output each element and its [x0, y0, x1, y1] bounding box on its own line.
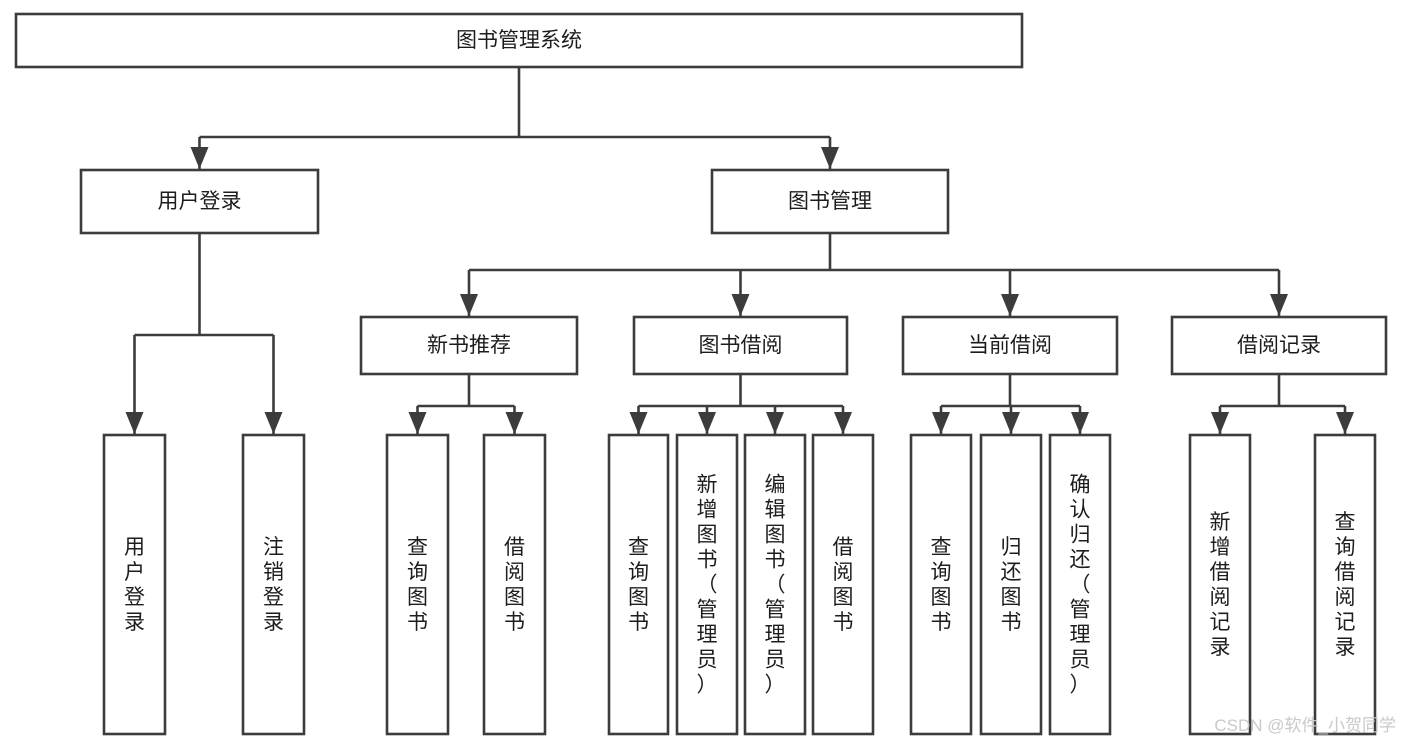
node-l3-新书推荐-label: 新书推荐 [427, 334, 511, 357]
node-root-图书管理系统[interactable]: 图书管理系统 [14, 12, 1024, 69]
node-leaf-查询图书-8-box[interactable] [909, 433, 973, 736]
node-l3-借阅记录[interactable]: 借阅记录 [1170, 315, 1388, 376]
arrow-head-icon-借阅记录-0 [1211, 412, 1229, 434]
node-leaf-归还图书-9[interactable]: 归还图书 [979, 433, 1043, 736]
arrow-head-icon-当前借阅-1 [1002, 412, 1020, 434]
node-leaf-查询图书-4[interactable]: 查询图书 [607, 433, 670, 736]
connector-layer [125, 67, 1354, 434]
node-leaf-借阅图书-3-label: 借阅图书 [504, 536, 525, 634]
node-l2-图书管理-label: 图书管理 [788, 190, 872, 213]
node-leaf-查询图书-2-box[interactable] [385, 433, 450, 736]
node-leaf-查询图书-4-label: 查询图书 [628, 536, 649, 634]
node-leaf-新增图书-管理员-5-label: 新增图书（管理员） [697, 474, 718, 697]
node-leaf-确认归还-管理员-10-box[interactable] [1048, 433, 1112, 736]
node-leaf-新增借阅记录-11[interactable]: 新增借阅记录 [1188, 433, 1252, 736]
node-l3-当前借阅-box[interactable] [901, 315, 1119, 376]
arrow-head-icon-当前借阅-2 [1071, 412, 1089, 434]
node-root-图书管理系统-box[interactable] [14, 12, 1024, 69]
node-leaf-归还图书-9-box[interactable] [979, 433, 1043, 736]
arrow-head-icon-当前借阅-0 [932, 412, 950, 434]
node-leaf-新增图书-管理员-5[interactable]: 新增图书（管理员） [675, 433, 739, 736]
node-leaf-注销登录-1-label: 注销登录 [263, 536, 284, 634]
arrow-head-icon-book-management-3 [1270, 294, 1288, 316]
node-leaf-查询图书-8-label: 查询图书 [931, 536, 952, 634]
node-leaf-用户登录-0-label: 用户登录 [124, 536, 145, 634]
node-leaf-新增图书-管理员-5-box[interactable] [675, 433, 739, 736]
arrow-head-icon-book-management-1 [731, 294, 750, 316]
arrow-head-icon-book-management-0 [460, 294, 478, 316]
arrow-head-icon-user-login-0 [125, 412, 144, 434]
node-l3-当前借阅[interactable]: 当前借阅 [901, 315, 1119, 376]
node-leaf-用户登录-0[interactable]: 用户登录 [102, 433, 167, 736]
node-leaf-借阅图书-3[interactable]: 借阅图书 [482, 433, 547, 736]
node-leaf-查询借阅记录-12-box[interactable] [1313, 433, 1377, 736]
node-leaf-注销登录-1[interactable]: 注销登录 [241, 433, 306, 736]
node-leaf-查询图书-2[interactable]: 查询图书 [385, 433, 450, 736]
node-l3-借阅记录-label: 借阅记录 [1237, 334, 1321, 357]
node-l3-借阅记录-box[interactable] [1170, 315, 1388, 376]
arrow-head-icon-图书借阅-3 [834, 412, 852, 434]
arrow-head-icon-新书推荐-0 [408, 412, 427, 434]
node-leaf-借阅图书-7-label: 借阅图书 [833, 536, 854, 634]
node-leaf-编辑图书-管理员-6-box[interactable] [743, 433, 807, 736]
node-leaf-注销登录-1-box[interactable] [241, 433, 306, 736]
node-l2-图书管理[interactable]: 图书管理 [710, 168, 950, 235]
node-leaf-查询借阅记录-12-label: 查询借阅记录 [1335, 511, 1356, 659]
arrow-head-icon-root-0 [190, 147, 209, 169]
node-leaf-编辑图书-管理员-6[interactable]: 编辑图书（管理员） [743, 433, 807, 736]
node-leaf-编辑图书-管理员-6-label: 编辑图书（管理员） [765, 474, 786, 697]
node-l3-当前借阅-label: 当前借阅 [968, 334, 1052, 357]
node-l3-新书推荐[interactable]: 新书推荐 [359, 315, 579, 376]
node-leaf-查询借阅记录-12[interactable]: 查询借阅记录 [1313, 433, 1377, 736]
node-l3-图书借阅[interactable]: 图书借阅 [632, 315, 849, 376]
node-leaf-确认归还-管理员-10[interactable]: 确认归还（管理员） [1048, 433, 1112, 736]
arrow-head-icon-图书借阅-0 [629, 412, 648, 434]
node-leaf-借阅图书-7[interactable]: 借阅图书 [811, 433, 875, 736]
arrow-head-icon-book-management-2 [1001, 294, 1019, 316]
node-leaf-用户登录-0-box[interactable] [102, 433, 167, 736]
node-leaf-查询图书-8[interactable]: 查询图书 [909, 433, 973, 736]
node-l2-用户登录-label: 用户登录 [158, 190, 242, 213]
node-leaf-确认归还-管理员-10-label: 确认归还（管理员） [1070, 474, 1091, 697]
arrow-head-icon-root-1 [821, 147, 839, 169]
node-l2-图书管理-box[interactable] [710, 168, 950, 235]
node-leaf-新增借阅记录-11-box[interactable] [1188, 433, 1252, 736]
node-leaf-查询图书-2-label: 查询图书 [407, 536, 428, 634]
node-root-图书管理系统-label: 图书管理系统 [456, 29, 582, 52]
csdn-watermark: CSDN @软件_小贺同学 [1214, 716, 1396, 735]
node-leaf-新增借阅记录-11-label: 新增借阅记录 [1210, 511, 1231, 659]
node-leaf-借阅图书-3-box[interactable] [482, 433, 547, 736]
arrow-head-icon-图书借阅-1 [698, 412, 716, 434]
node-leaf-查询图书-4-box[interactable] [607, 433, 670, 736]
node-leaf-借阅图书-7-box[interactable] [811, 433, 875, 736]
arrow-head-icon-图书借阅-2 [766, 412, 784, 434]
node-l3-图书借阅-label: 图书借阅 [699, 334, 783, 357]
arrow-head-icon-借阅记录-1 [1336, 412, 1354, 434]
node-l3-新书推荐-box[interactable] [359, 315, 579, 376]
node-l3-图书借阅-box[interactable] [632, 315, 849, 376]
node-l2-用户登录[interactable]: 用户登录 [79, 168, 320, 235]
arrow-head-icon-新书推荐-1 [505, 412, 524, 434]
node-layer: 图书管理系统用户登录图书管理新书推荐图书借阅当前借阅借阅记录用户登录注销登录查询… [14, 12, 1388, 736]
arrow-head-icon-user-login-1 [264, 412, 283, 434]
node-leaf-归还图书-9-label: 归还图书 [1001, 536, 1022, 634]
node-l2-用户登录-box[interactable] [79, 168, 320, 235]
